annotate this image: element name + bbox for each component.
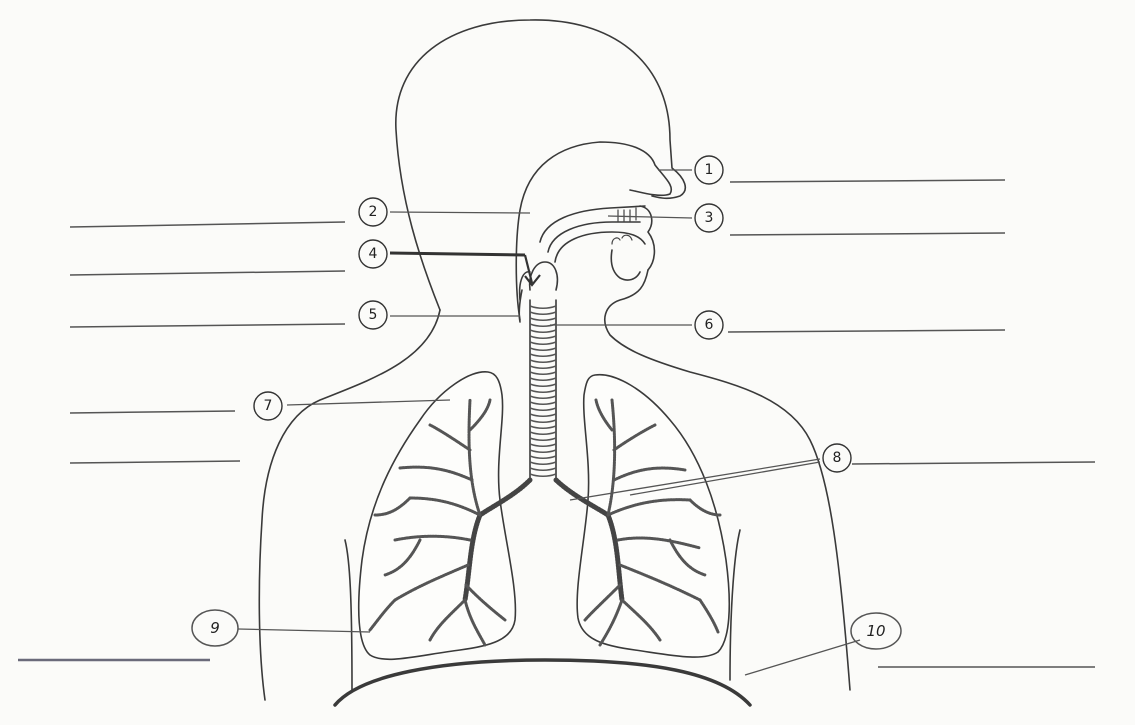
marker-4: 4 <box>359 240 387 268</box>
marker-1-text: 1 <box>705 162 714 178</box>
trachea-ring <box>530 360 556 362</box>
trachea-ring <box>530 390 556 392</box>
marker-9: 9 <box>192 610 238 646</box>
trachea-ring <box>530 438 556 440</box>
marker-6-text: 6 <box>705 317 714 333</box>
trachea-ring <box>530 474 556 476</box>
trachea-ring <box>530 330 556 332</box>
marker-9-text: 9 <box>210 619 220 637</box>
trachea-ring <box>530 306 556 308</box>
marker-5: 5 <box>359 301 387 329</box>
marker-1: 1 <box>695 156 723 184</box>
trachea-ring <box>530 420 556 422</box>
marker-6: 6 <box>695 311 723 339</box>
trachea-ring <box>530 348 556 350</box>
marker-7-text: 7 <box>264 398 273 414</box>
diaphragm <box>335 660 750 705</box>
trachea-ring <box>530 378 556 380</box>
head-airway <box>516 142 671 322</box>
trachea-ring <box>530 336 556 338</box>
marker-4-text: 4 <box>369 246 378 262</box>
trachea-ring <box>530 462 556 464</box>
trachea-ring <box>530 366 556 368</box>
trachea-ring <box>530 342 556 344</box>
marker-10: 10 <box>851 613 901 649</box>
answer-line-7b[interactable] <box>70 461 240 463</box>
trachea-ring <box>530 384 556 386</box>
trachea-ring <box>530 318 556 320</box>
trachea-ring <box>530 402 556 404</box>
answer-line-3[interactable] <box>730 233 1005 235</box>
marker-10-text: 10 <box>866 622 885 640</box>
trachea-ring <box>530 450 556 452</box>
trachea-ring <box>530 468 556 470</box>
answer-line-5[interactable] <box>70 324 345 327</box>
trachea-ring <box>530 444 556 446</box>
marker-2-text: 2 <box>369 204 378 220</box>
trachea-ring <box>530 456 556 458</box>
trachea-ring <box>530 426 556 428</box>
marker-3-text: 3 <box>705 210 714 226</box>
marker-3: 3 <box>695 204 723 232</box>
trachea-ring <box>530 414 556 416</box>
marker-5-text: 5 <box>369 307 378 323</box>
answer-line-1[interactable] <box>730 180 1005 182</box>
trachea-ring <box>530 312 556 314</box>
trachea-ring <box>530 372 556 374</box>
marker-8-text: 8 <box>833 450 842 466</box>
answer-line-7[interactable] <box>70 411 235 413</box>
answer-line-2[interactable] <box>70 222 345 227</box>
right-lung <box>577 375 729 657</box>
answer-line-6[interactable] <box>728 330 1005 332</box>
marker-7: 7 <box>254 392 282 420</box>
marker-2: 2 <box>359 198 387 226</box>
answer-line-8[interactable] <box>852 462 1095 464</box>
trachea-ring <box>530 408 556 410</box>
marker-8: 8 <box>823 444 851 472</box>
trachea-ring <box>530 396 556 398</box>
trachea-ring <box>530 354 556 356</box>
answer-line-4[interactable] <box>70 271 345 275</box>
trachea-ring <box>530 432 556 434</box>
trachea <box>530 300 556 478</box>
